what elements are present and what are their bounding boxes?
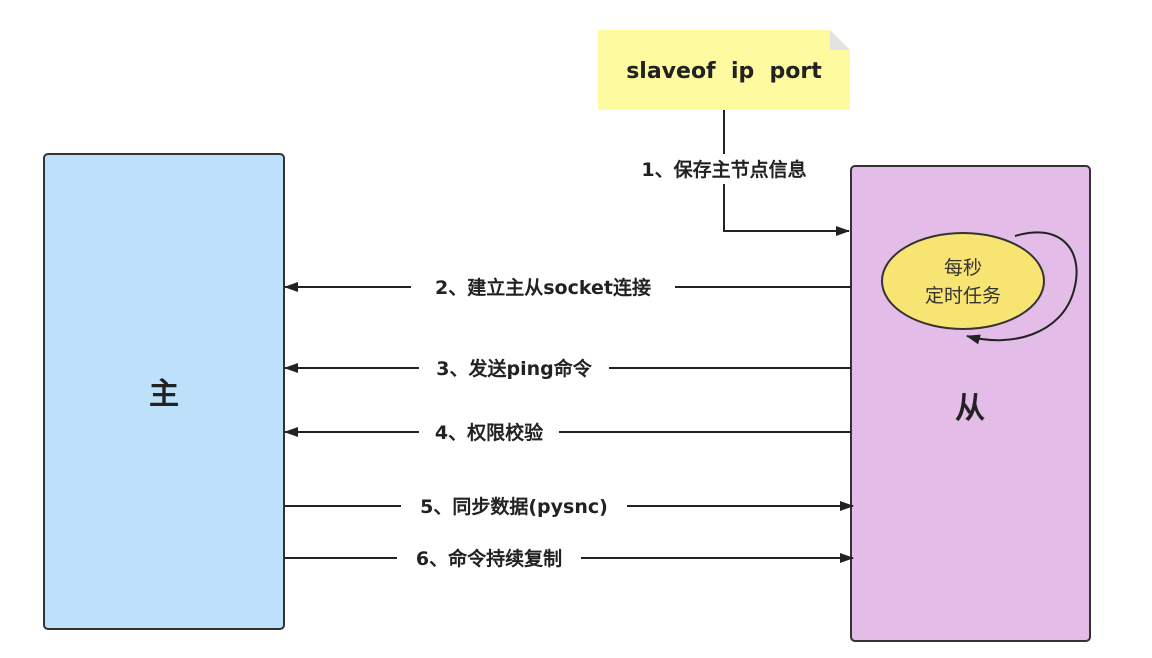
step3-label: 3、发送ping命令	[436, 357, 592, 380]
step2-label-bg	[411, 273, 675, 301]
command-note-text: slaveof ip port	[626, 59, 822, 84]
timer-line2: 定时任务	[925, 285, 1001, 307]
slave-label: 从	[955, 391, 985, 426]
master-label: 主	[149, 377, 179, 412]
step6-label-bg	[397, 544, 581, 572]
timer-self-loop	[966, 231, 1078, 345]
step6-label: 6、命令持续复制	[416, 547, 562, 570]
command-note-fold	[830, 30, 850, 50]
step1-connector	[723, 110, 850, 236]
step5-label: 5、同步数据(pysnc)	[420, 495, 608, 518]
timer-ellipse	[881, 232, 1045, 330]
command-note	[598, 30, 850, 110]
step1-label: 1、保存主节点信息	[641, 158, 806, 181]
step4-label: 4、权限校验	[435, 421, 544, 444]
timer-line1: 每秒	[944, 257, 982, 279]
step1-label-bg	[616, 154, 830, 184]
step2-label: 2、建立主从socket连接	[435, 276, 651, 299]
step4-label-bg	[419, 418, 559, 446]
master-box	[43, 153, 285, 630]
step5-label-bg	[401, 492, 627, 520]
step3-label-bg	[419, 354, 609, 382]
